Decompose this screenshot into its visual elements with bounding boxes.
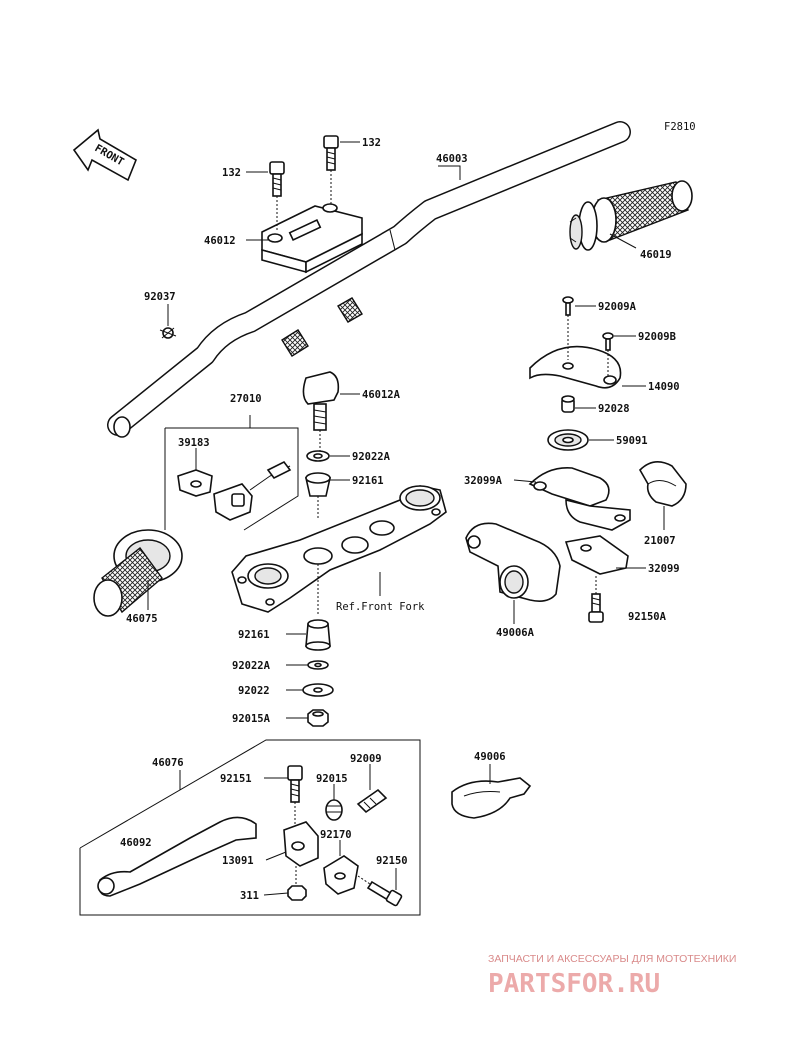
adjuster-bolt-92009 — [356, 788, 388, 814]
clip-92037 — [159, 327, 177, 339]
handlebar-clamp-46012 — [261, 203, 363, 274]
label-92015: 92015 — [316, 773, 348, 785]
nut-311 — [287, 885, 307, 901]
label-13091: 13091 — [222, 855, 254, 867]
label-92150A: 92150A — [628, 611, 667, 623]
label-92028: 92028 — [598, 403, 630, 415]
label-46092: 46092 — [120, 837, 152, 849]
label-39183: 39183 — [178, 437, 210, 449]
washer-92022 — [302, 683, 334, 697]
bolt-92150 — [357, 875, 403, 907]
label-132: 132 — [222, 167, 241, 179]
label-92015A: 92015A — [232, 713, 271, 725]
label-49006: 49006 — [474, 751, 506, 763]
label-92022A: 92022A — [232, 660, 271, 672]
label-46012: 46012 — [204, 235, 236, 247]
label-46019: 46019 — [640, 249, 672, 261]
throttle-housing-32099A — [528, 467, 631, 531]
watermark-brand: PARTSFOR.RU — [488, 969, 660, 999]
screw-92009A — [562, 296, 574, 360]
bolt-132-left — [269, 161, 285, 232]
collar-92028 — [561, 395, 575, 413]
switch-39183 — [177, 469, 213, 497]
label-92009B: 92009B — [638, 331, 676, 343]
label-92150: 92150 — [376, 855, 408, 867]
handlebar-46003 — [107, 121, 631, 438]
throttle-grip-46019 — [569, 180, 693, 251]
leader-lines — [147, 141, 665, 896]
label-21007: 21007 — [644, 535, 676, 547]
label-27010: 27010 — [230, 393, 262, 405]
washer-92022A-bottom — [307, 660, 329, 670]
clutch-lever-assembly-46076 — [79, 739, 421, 916]
label-14090: 14090 — [648, 381, 680, 393]
label-46003: 46003 — [436, 153, 468, 165]
label-46076: 46076 — [152, 757, 184, 769]
adjuster-92015 — [325, 799, 343, 821]
label-92161: 92161 — [352, 475, 384, 487]
label-92170: 92170 — [320, 829, 352, 841]
screw-92009B — [602, 332, 614, 376]
front-arrow-icon: FRONT — [72, 128, 137, 182]
damper-92161-bottom — [305, 619, 331, 651]
throttle-cover-14090 — [529, 345, 622, 389]
label-59091: 59091 — [616, 435, 648, 447]
switch-assembly-27010 — [164, 415, 299, 531]
label-46075: 46075 — [126, 613, 158, 625]
label-32099: 32099 — [648, 563, 680, 575]
reference-note: Ref.Front Fork — [336, 601, 425, 613]
bolt-92151 — [287, 765, 303, 826]
figure-code: F2810 — [664, 121, 696, 133]
bolt-132-right — [323, 135, 339, 205]
label-92037: 92037 — [144, 291, 176, 303]
lever-holder-13091 — [283, 821, 319, 884]
label-311: 311 — [240, 890, 259, 902]
upper-triple-clamp — [231, 485, 447, 616]
label-92151: 92151 — [220, 773, 252, 785]
lever-46092 — [97, 816, 257, 897]
clamp-92170 — [323, 855, 359, 895]
label-92009A: 92009A — [598, 301, 637, 313]
label-46012A: 46012A — [362, 389, 401, 401]
label-92022: 92022 — [238, 685, 270, 697]
lever-cover-49006 — [451, 777, 532, 819]
switch-housing-49006A — [465, 522, 561, 602]
holder-46012A — [302, 371, 340, 452]
watermark-tagline: ЗАПЧАСТИ И АКСЕССУАРЫ ДЛЯ МОТОТЕХНИКИ — [488, 953, 736, 965]
label-92009: 92009 — [350, 753, 382, 765]
label-132: 132 — [362, 137, 381, 149]
bolt-92150A — [588, 576, 604, 623]
left-grip-46075 — [93, 529, 183, 617]
damper-92161-top — [305, 472, 331, 520]
pulley-59091 — [547, 429, 589, 451]
washer-92022A-top — [306, 450, 330, 462]
label-92022A: 92022A — [352, 451, 391, 463]
cover-21007 — [639, 461, 687, 507]
label-32099A: 32099A — [464, 475, 503, 487]
label-92161: 92161 — [238, 629, 270, 641]
label-49006A: 49006A — [496, 627, 535, 639]
nut-92015A — [307, 709, 329, 727]
